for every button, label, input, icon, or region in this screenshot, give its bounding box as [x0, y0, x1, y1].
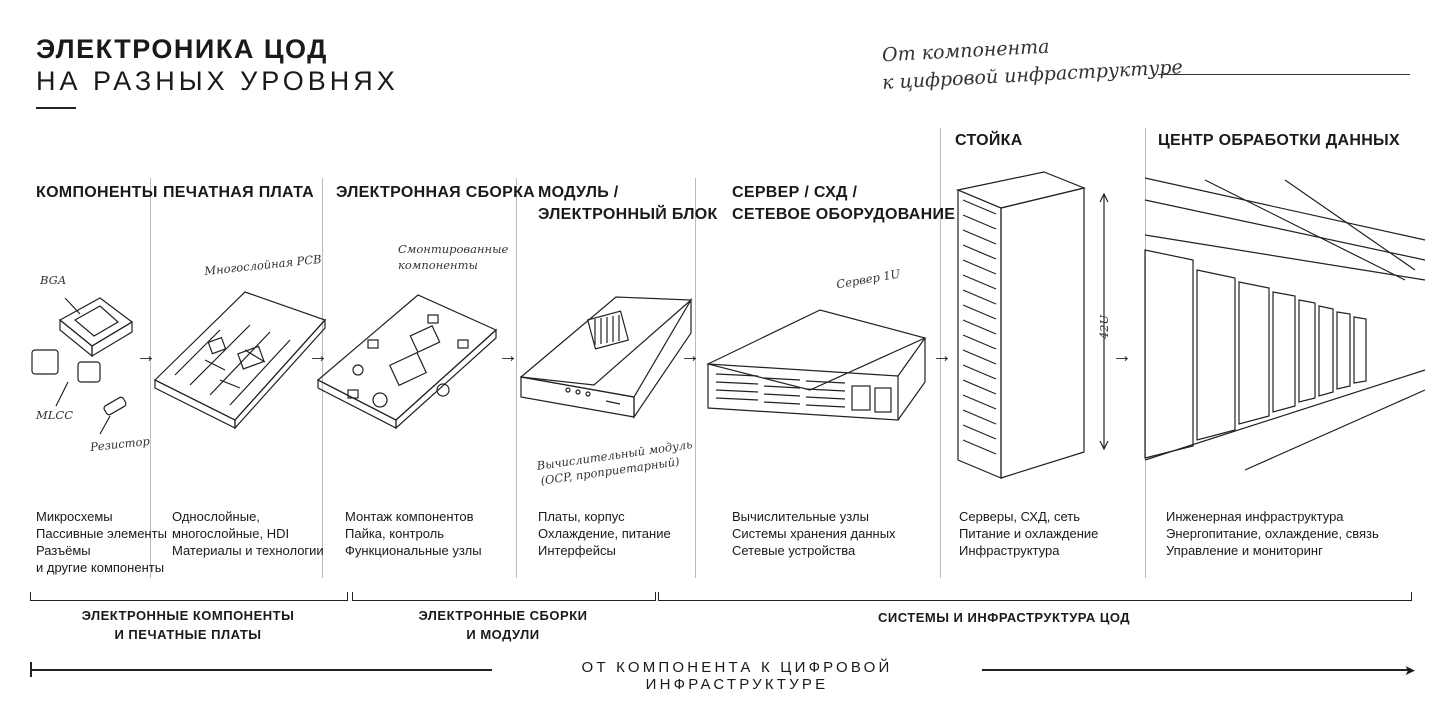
label-server: Сервер 1U — [835, 266, 902, 292]
desc-line: Серверы, СХД, сеть — [959, 509, 1081, 524]
arrow-right-icon: → — [308, 345, 328, 367]
components-illustration — [31, 297, 134, 435]
stage-title-server: СЕРВЕР / СХД / СЕТЕВОЕ ОБОРУДОВАНИЕ — [732, 182, 955, 226]
rack-illustration — [955, 171, 1109, 479]
stage-desc-rack: Серверы, СХД, сеть Питание и охлаждение … — [959, 508, 1098, 559]
desc-line: Однослойные, — [172, 509, 260, 524]
arrow-head-icon: ➤ — [1404, 662, 1416, 678]
stage-desc-datacenter: Инженерная инфраструктура Энергопитание,… — [1166, 508, 1379, 559]
stage-title-module-line1: МОДУЛЬ / — [538, 184, 619, 201]
group-bracket — [352, 592, 656, 601]
label-mounted-line2: компоненты — [398, 258, 478, 272]
desc-line: Управление и мониторинг — [1166, 543, 1323, 558]
desc-line: Системы хранения данных — [732, 526, 896, 541]
assembly-illustration — [316, 294, 498, 430]
desc-line: Инженерная инфраструктура — [1166, 509, 1344, 524]
title-underline — [36, 107, 76, 109]
desc-line: Пайка, контроль — [345, 526, 444, 541]
column-divider — [516, 178, 517, 578]
group-label-line: И ПЕЧАТНЫЕ ПЛАТЫ — [114, 627, 262, 642]
server-top-shape — [706, 309, 927, 391]
stage-title-pcb: ПЕЧАТНАЯ ПЛАТА — [163, 184, 315, 201]
arrow-right-icon: → — [932, 345, 952, 367]
axis-label: ОТ КОМПОНЕНТА К ЦИФРОВОЙ ИНФРАСТРУКТУРЕ — [492, 659, 982, 693]
desc-line: Охлаждение, питание — [538, 526, 671, 541]
slogan-rule — [1158, 74, 1410, 75]
stage-title-datacenter: ЦЕНТР ОБРАБОТКИ ДАННЫХ — [1158, 132, 1400, 149]
pcb-illustration — [153, 291, 327, 430]
mlcc-shape — [31, 349, 59, 375]
stage-title-server-line1: СЕРВЕР / СХД / — [732, 184, 858, 201]
group-label-line: ЭЛЕКТРОННЫЕ КОМПОНЕНТЫ — [81, 608, 295, 623]
desc-line: Вычислительные узлы — [732, 509, 869, 524]
page-subtitle: НА РАЗНЫХ УРОВНЯХ — [36, 66, 399, 96]
label-mounted-line1: Смонтированные — [398, 242, 509, 256]
desc-line: Материалы и технологии — [172, 543, 324, 558]
desc-line: Интерфейсы — [538, 543, 616, 558]
desc-line: Сетевые устройства — [732, 543, 856, 558]
column-divider — [322, 178, 323, 578]
desc-line: и другие компоненты — [36, 560, 165, 575]
page-title: ЭЛЕКТРОНИКА ЦОД — [36, 34, 328, 64]
group-label-assemblies-modules: ЭЛЕКТРОННЫЕ СБОРКИ И МОДУЛИ — [352, 606, 654, 644]
stage-title-rack: СТОЙКА — [955, 132, 1023, 149]
column-divider — [150, 178, 151, 578]
module-chassis-shape — [519, 296, 693, 386]
stage-desc-assembly: Монтаж компонентов Пайка, контроль Функц… — [345, 508, 482, 559]
arrow-right-icon: → — [136, 345, 156, 367]
desc-line: Микросхемы — [36, 509, 113, 524]
module-illustration — [519, 296, 693, 419]
desc-line: Платы, корпус — [538, 509, 625, 524]
desc-line: Пассивные элементы — [36, 526, 167, 541]
stage-desc-module: Платы, корпус Охлаждение, питание Интерф… — [538, 508, 671, 559]
group-label-systems-infrastructure: СИСТЕМЫ И ИНФРАСТРУКТУРА ЦОД — [658, 608, 1350, 627]
group-label-components-pcb: ЭЛЕКТРОННЫЕ КОМПОНЕНТЫ И ПЕЧАТНЫЕ ПЛАТЫ — [30, 606, 346, 644]
group-label-line: ЭЛЕКТРОННЫЕ СБОРКИ — [418, 608, 588, 623]
stage-title-module: МОДУЛЬ / ЭЛЕКТРОННЫЙ БЛОК — [538, 182, 718, 226]
label-mlcc: MLCC — [36, 408, 74, 422]
group-bracket — [30, 592, 348, 601]
arrow-right-icon: → — [1112, 345, 1132, 367]
label-rack-height: 42U — [1097, 314, 1112, 340]
datacenter-illustration — [1144, 177, 1426, 471]
label-bga: BGA — [40, 273, 67, 287]
stage-title-assembly: ЭЛЕКТРОННАЯ СБОРКА — [336, 184, 536, 201]
resistor-shape — [103, 396, 127, 416]
desc-line: Монтаж компонентов — [345, 509, 474, 524]
server-illustration — [706, 309, 927, 421]
desc-line: Функциональные узлы — [345, 543, 482, 558]
column-divider — [940, 128, 941, 578]
stage-desc-server: Вычислительные узлы Системы хранения дан… — [732, 508, 896, 559]
column-divider — [695, 178, 696, 578]
stage-desc-components: Микросхемы Пассивные элементы Разъёмы и … — [36, 508, 167, 576]
slogan-line-1: От компонента — [881, 35, 1050, 67]
stage-title-components: КОМПОНЕНТЫ — [36, 184, 158, 201]
stage-title-server-line2: СЕТЕВОЕ ОБОРУДОВАНИЕ — [732, 206, 956, 223]
stage-title-module-line2: ЭЛЕКТРОННЫЙ БЛОК — [538, 206, 718, 223]
datacenter-rack-row-shape — [1144, 249, 1194, 459]
desc-line: многослойные, HDI — [172, 526, 290, 541]
stage-desc-pcb: Однослойные, многослойные, HDI Материалы… — [172, 508, 324, 559]
arrow-right-icon: → — [680, 345, 700, 367]
group-bracket — [658, 592, 1412, 601]
arrow-right-icon: → — [498, 345, 518, 367]
desc-line: Энергопитание, охлаждение, связь — [1166, 526, 1379, 541]
desc-line: Питание и охлаждение — [959, 526, 1099, 541]
desc-line: Инфраструктура — [959, 543, 1060, 558]
desc-line: Разъёмы — [36, 543, 91, 558]
group-label-line: СИСТЕМЫ И ИНФРАСТРУКТУРА ЦОД — [877, 610, 1131, 625]
group-label-line: И МОДУЛИ — [466, 627, 540, 642]
